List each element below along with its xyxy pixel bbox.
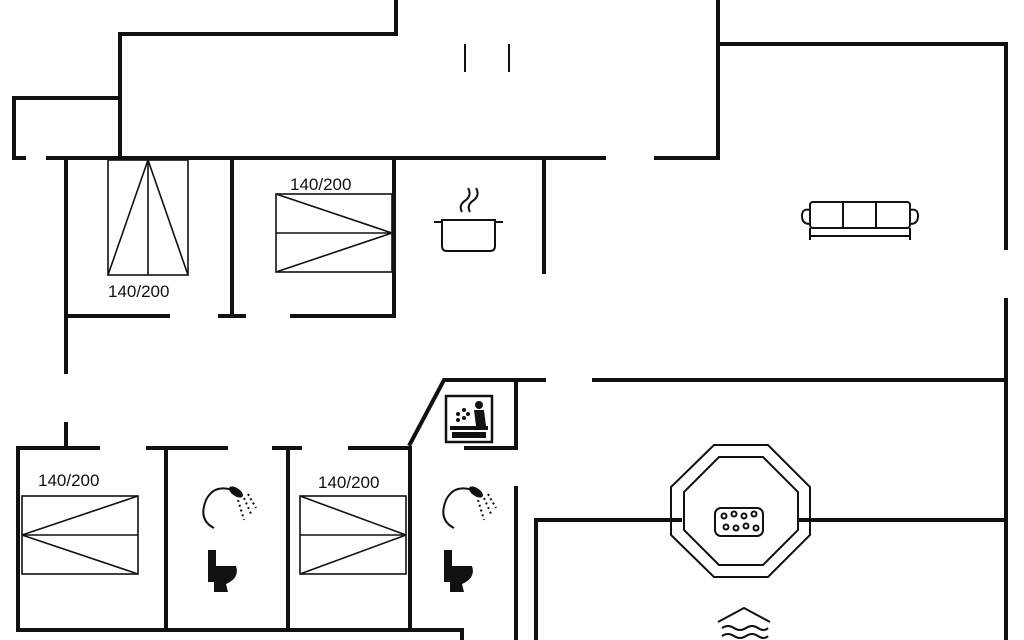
sofa-icon: [800, 201, 920, 240]
walls: [12, 0, 1008, 640]
bed-size-label: 140/200: [108, 282, 169, 301]
toilet-icon: [208, 550, 237, 592]
sauna-icon: [444, 394, 494, 444]
shower-icon: [442, 486, 497, 529]
window-marks: [464, 44, 510, 72]
shower-icon: [202, 486, 257, 529]
bed-1: [107, 159, 189, 276]
hot-tub-icon: [670, 444, 811, 578]
bed-2: [275, 193, 393, 273]
toilet-icon: [444, 550, 473, 592]
stove-pot-icon: [434, 187, 503, 252]
bed-size-label: 140/200: [318, 473, 379, 492]
bed-4: [299, 495, 407, 575]
bed-size-label: 140/200: [290, 175, 351, 194]
bed-size-label: 140/200: [38, 471, 99, 490]
pool-icon: [717, 606, 771, 639]
bed-3: [21, 495, 139, 575]
